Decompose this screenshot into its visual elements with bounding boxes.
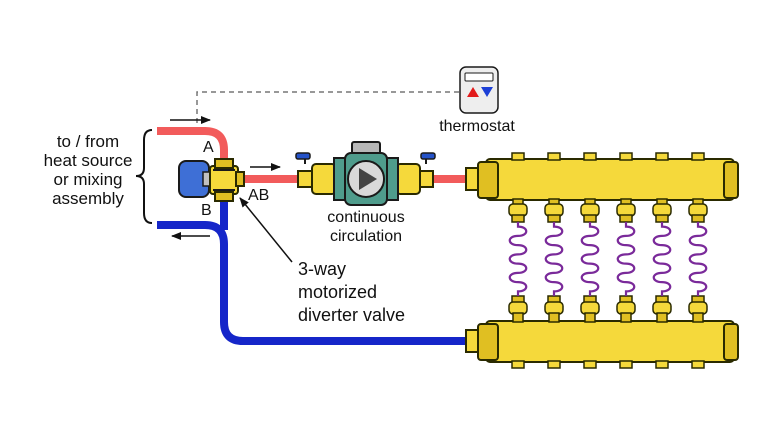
valve-pointer-arrow [239, 197, 293, 263]
three-way-valve [178, 158, 245, 202]
port-a-label: A [203, 139, 214, 156]
valve-label-line2: motorized [298, 282, 377, 302]
valve-label-line3: diverter valve [298, 305, 405, 325]
source-label-line1: to / from [57, 132, 119, 151]
circulator-pump [295, 141, 436, 206]
return-manifold [465, 320, 739, 363]
supply-manifold [465, 158, 739, 201]
radiant-loop [688, 152, 708, 369]
radiant-loop [616, 152, 636, 369]
radiant-loop [580, 152, 600, 369]
radiant-loop [652, 152, 672, 369]
radiant-loops [508, 152, 708, 369]
thermostat-label: thermostat [439, 118, 515, 135]
source-label-line3: or mixing [54, 170, 123, 189]
valve-label-line1: 3-way [298, 259, 346, 279]
pump-label-line2: circulation [330, 228, 402, 245]
red-up-triangle-icon [467, 87, 479, 97]
port-ab-label: AB [248, 187, 269, 204]
blue-down-triangle-icon [481, 87, 493, 97]
source-label-line4: assembly [52, 189, 124, 208]
port-b-label: B [201, 202, 212, 219]
thermostat-device [459, 66, 499, 114]
radiant-loop [508, 152, 528, 369]
control-wire [196, 91, 472, 132]
supply-pipe-in [157, 127, 228, 168]
radiant-loop [544, 152, 564, 369]
pump-label-line1: continuous [327, 209, 404, 226]
source-label-line2: heat source [44, 151, 133, 170]
source-brace [135, 129, 153, 224]
return-pipe [157, 221, 468, 345]
